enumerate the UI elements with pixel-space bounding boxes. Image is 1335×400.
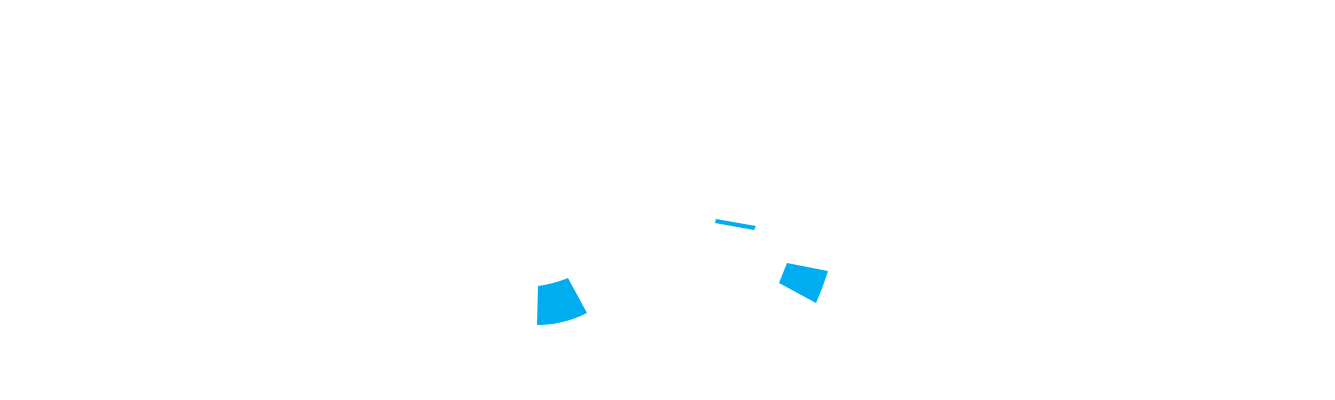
arc-segment-left [537,278,587,325]
arc-segment-right [779,263,828,303]
arc-segment-top [715,219,756,230]
